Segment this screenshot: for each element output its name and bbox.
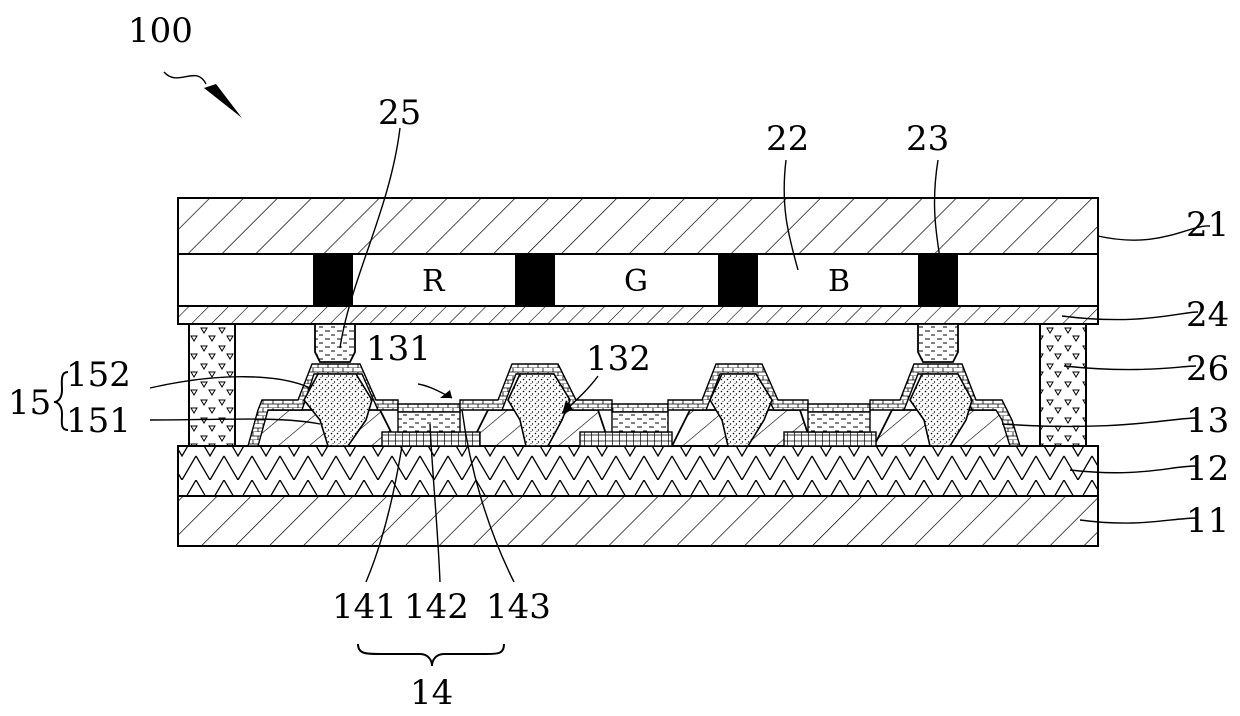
filter-label-r: R bbox=[422, 264, 446, 299]
label-26: 26 bbox=[1186, 349, 1229, 389]
sealant-right bbox=[1040, 324, 1086, 446]
spacer-25-right bbox=[918, 324, 958, 362]
black-matrix-2 bbox=[515, 254, 555, 306]
label-142: 142 bbox=[404, 587, 469, 627]
label-24: 24 bbox=[1186, 295, 1229, 335]
figure-arrow-curve bbox=[164, 72, 206, 84]
label-132: 132 bbox=[586, 339, 651, 379]
arrow-131-head bbox=[440, 390, 452, 398]
figure-arrow-head bbox=[204, 84, 242, 118]
label-141: 141 bbox=[332, 587, 397, 627]
sealant-left bbox=[189, 324, 235, 446]
brace-14 bbox=[358, 644, 504, 666]
label-21: 21 bbox=[1186, 205, 1229, 245]
organic-layer-142 bbox=[398, 412, 460, 432]
label-11: 11 bbox=[1186, 501, 1229, 541]
label-151: 151 bbox=[66, 401, 131, 441]
label-143: 143 bbox=[486, 587, 551, 627]
label-15: 15 bbox=[8, 383, 51, 423]
black-matrix-1 bbox=[313, 254, 353, 306]
label-25: 25 bbox=[378, 93, 421, 133]
label-131: 131 bbox=[366, 329, 431, 369]
filter-label-g: G bbox=[624, 264, 648, 299]
label-12: 12 bbox=[1186, 449, 1229, 489]
figure-label: 100 bbox=[128, 11, 193, 51]
substrate-21 bbox=[178, 198, 1098, 254]
label-23: 23 bbox=[906, 119, 949, 159]
substrate-11 bbox=[178, 496, 1098, 546]
label-22: 22 bbox=[766, 119, 809, 159]
black-matrix-4 bbox=[918, 254, 958, 306]
label-152: 152 bbox=[66, 355, 131, 395]
layer-12 bbox=[178, 446, 1098, 496]
layer-24 bbox=[178, 306, 1098, 324]
black-matrix-3 bbox=[718, 254, 758, 306]
label-13: 13 bbox=[1186, 401, 1229, 441]
filter-label-b: B bbox=[828, 264, 850, 299]
label-14: 14 bbox=[410, 673, 453, 713]
spacer-25-left bbox=[315, 324, 355, 362]
